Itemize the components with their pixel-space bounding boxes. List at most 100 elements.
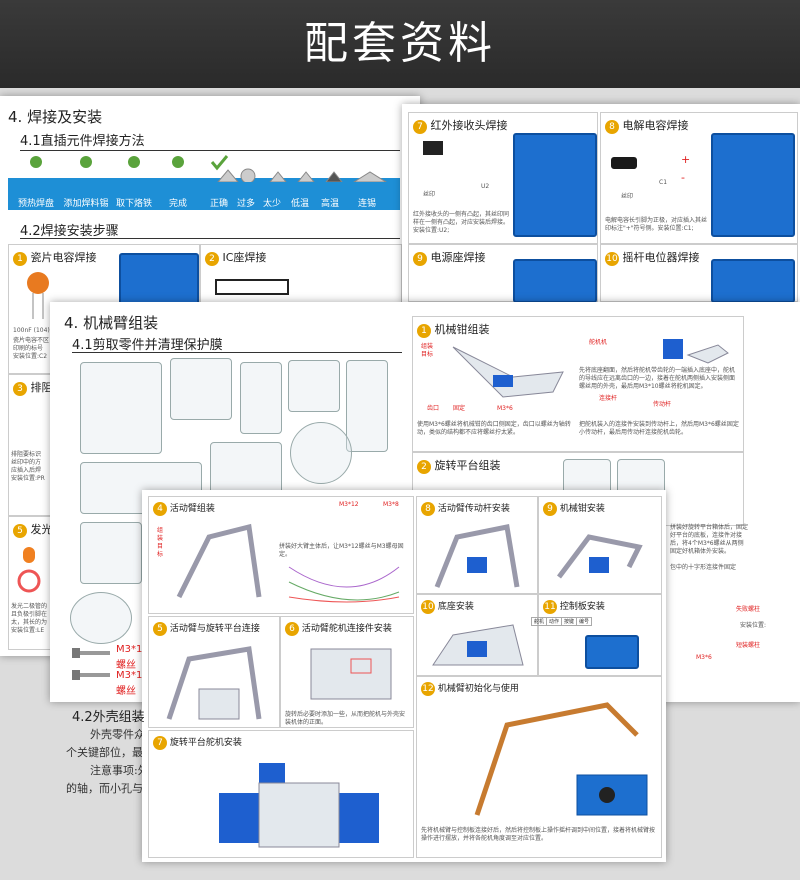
label-text: M3*8 xyxy=(383,501,399,508)
step-number: 1 xyxy=(417,324,431,338)
label-text: 组装目标 xyxy=(157,527,164,558)
step-number: 5 xyxy=(13,524,27,538)
label-text: M3*6 xyxy=(497,405,513,412)
banner-title: 配套资料 xyxy=(304,18,496,69)
label-text: 短装螺柱 xyxy=(736,642,761,649)
note-text: 安装位置:LE xyxy=(11,627,45,634)
step-number: 7 xyxy=(153,736,167,750)
note-text: 拼装好旋转平台箱体后，固定好平台的底板，连接件对接后，将4个M3*6螺丝从两侧固… xyxy=(670,524,749,555)
sheet-arm-steps: 4 活动臂组装 组装目标 M3*12 M3*8 拼装好大臂主体后，让M3*12螺… xyxy=(142,490,666,862)
capacitor-icon xyxy=(27,272,49,319)
welding-steps-bar: 预热焊盘 添加焊料锡化 取下烙铁 完成 正确 过多 太少 低温 高温 连锡 xyxy=(8,178,400,222)
step-number: 2 xyxy=(417,460,431,474)
cell-title: 机械钳组装 xyxy=(434,323,490,336)
cell-title: 活动臂舵机连接件安装 xyxy=(301,624,392,634)
cell-title: 摇杆电位器焊接 xyxy=(622,251,700,264)
cell-electrolytic-cap: 8 电解电容焊接 + - 丝印 C1 电解电容长引脚为正极，对应插入其丝印标注"… xyxy=(600,112,798,244)
label-text: M3*6 xyxy=(696,654,712,661)
ic-socket-icon xyxy=(215,279,289,295)
claw-diagram xyxy=(452,346,564,398)
subsection-title: 4.1剪取零件并清理保护膜 xyxy=(72,338,223,353)
table-header: 动作 xyxy=(546,617,563,626)
note-text: 拼装好大臂主体后，让M3*12螺丝与M3螺母固定。 xyxy=(279,543,404,558)
screw-label: 螺丝 xyxy=(116,660,136,671)
pcb-image xyxy=(711,133,795,237)
step-label: 添加焊料锡化 xyxy=(63,199,109,222)
screw-label: 螺丝 xyxy=(116,686,136,697)
step-number: 7 xyxy=(413,120,427,134)
cell-title: 排阻 xyxy=(30,381,53,394)
cell-title: 活动臂与旋转平台连接 xyxy=(169,624,260,634)
cell-title: 活动臂传动杆安装 xyxy=(437,504,510,514)
label-text: M3*12 xyxy=(339,501,359,508)
cap-value: 100nF (104) xyxy=(13,327,50,334)
pcb-image xyxy=(513,259,597,303)
note-text: 排阻要标识 xyxy=(11,451,42,458)
servo-diagram xyxy=(663,339,729,364)
arm-diagram xyxy=(176,523,262,599)
pcb-image xyxy=(711,259,795,303)
table-header: 编号 xyxy=(576,617,593,626)
note-text: 发光二极管的 xyxy=(11,603,48,610)
note-text: 安装位置:C2 xyxy=(13,353,48,360)
pcb-image xyxy=(513,133,597,237)
screw-label: M3*10 xyxy=(116,644,149,655)
note-text: 包中的十字形连接件固定 xyxy=(670,564,737,571)
body-text: 注意事项:外 xyxy=(90,764,149,777)
table-header: 舵机 xyxy=(530,617,548,626)
cell-claw-assembly: 1 机械钳组装 组装目标 齿口 固定 M3*6 使用M3*6螺丝将机械钳的齿口侧… xyxy=(412,316,744,452)
acrylic-part xyxy=(80,522,142,584)
step-number: 8 xyxy=(421,502,435,516)
label-text: 固定 xyxy=(453,405,466,412)
note-text: 丝印中的方 xyxy=(11,459,42,466)
cell-title: 电源座焊接 xyxy=(430,251,486,264)
step-number: 2 xyxy=(205,252,219,266)
step-label: 预热焊盘 xyxy=(17,199,54,209)
servo-table: 舵机 动作 按键 编号 xyxy=(530,617,593,626)
note-text: 旋转后必要时添加一些，从而把舵机与外壳安装机体的正面。 xyxy=(285,711,406,726)
arm-diagram xyxy=(434,524,520,588)
step-number: 10 xyxy=(421,600,435,614)
claw-diagram xyxy=(557,534,643,579)
note-text: 使用M3*6螺丝将机械钳的齿口侧固定，齿口以螺丝为轴转动，类似的结构都不应将螺丝… xyxy=(417,421,571,436)
step-number: 10 xyxy=(605,252,619,266)
cell-arm-rod: 8 活动臂传动杆安装 xyxy=(416,496,538,594)
acrylic-part xyxy=(70,592,132,644)
note-text: 先将机械臂与控制板连接好后，然后将控制板上操作摇杆调到中间位置，接着将机械臂按操… xyxy=(421,827,656,842)
step-label: 连锡 xyxy=(357,199,376,209)
cell-title: 旋转平台组装 xyxy=(434,459,501,472)
cell-ic-socket: 2 IC座焊接 xyxy=(200,244,402,306)
step-label: 过多 xyxy=(236,199,255,209)
step-number: 12 xyxy=(421,682,435,696)
cell-title: 机械钳安装 xyxy=(559,504,605,514)
note-text: 安装位置: xyxy=(740,622,767,629)
label-text: U2 xyxy=(481,183,490,190)
arm-diagram xyxy=(166,646,262,720)
acrylic-part xyxy=(288,360,340,412)
cell-init-and-use: 12 机械臂初始化与使用 舵机 动作 按键 编号 先将机械臂与控制板连接好后，然… xyxy=(416,617,662,858)
label-text: 失败螺柱 xyxy=(736,606,761,613)
cell-title: 活动臂组装 xyxy=(169,504,215,514)
label-text: 丝印 xyxy=(621,193,634,200)
cell-led: 5 发光 发光二极管的 且负极引脚在 太，其长的为 安装位置:LE xyxy=(8,516,58,650)
step-number: 4 xyxy=(153,502,167,516)
cell-title: 底座安装 xyxy=(437,602,474,612)
cell-base-install: 10 底座安装 xyxy=(416,594,538,676)
label-text: 连接杆 xyxy=(599,395,618,402)
note-text: 把舵机装入的连接件安装到传动杆上，然后用M3*6螺丝固定小传动杆，最后用传动杆连… xyxy=(579,421,739,436)
screw-icon xyxy=(72,648,110,680)
connector-diagram xyxy=(310,648,392,700)
cell-joystick: 10 摇杆电位器焊接 xyxy=(600,244,798,303)
cell-ir-receiver: 7 红外接收头焊接 丝印 U2 红外接收头的一侧有凸起，其丝印同样在一侧有凸起，… xyxy=(408,112,598,244)
cell-title: 发光 xyxy=(30,523,53,536)
cell-title: 机械臂初始化与使用 xyxy=(437,684,519,694)
cell-claw-install: 9 机械钳安装 xyxy=(538,496,662,594)
cell-title: 红外接收头焊接 xyxy=(430,119,508,132)
acrylic-part xyxy=(80,362,162,454)
note-text: 红外接收头的一侧有凸起，其丝印同样在一侧有凸起，对应安装后焊接。安装位置:U2; xyxy=(413,211,510,234)
note-text: 瓷片电容不区 xyxy=(13,337,50,344)
base-diagram xyxy=(432,624,524,666)
subsection-title: 4.2焊接安装步骤 xyxy=(20,224,119,239)
body-text: 的轴，而小孔与 xyxy=(66,782,143,795)
body-text: 外壳零件众多 xyxy=(90,728,156,741)
